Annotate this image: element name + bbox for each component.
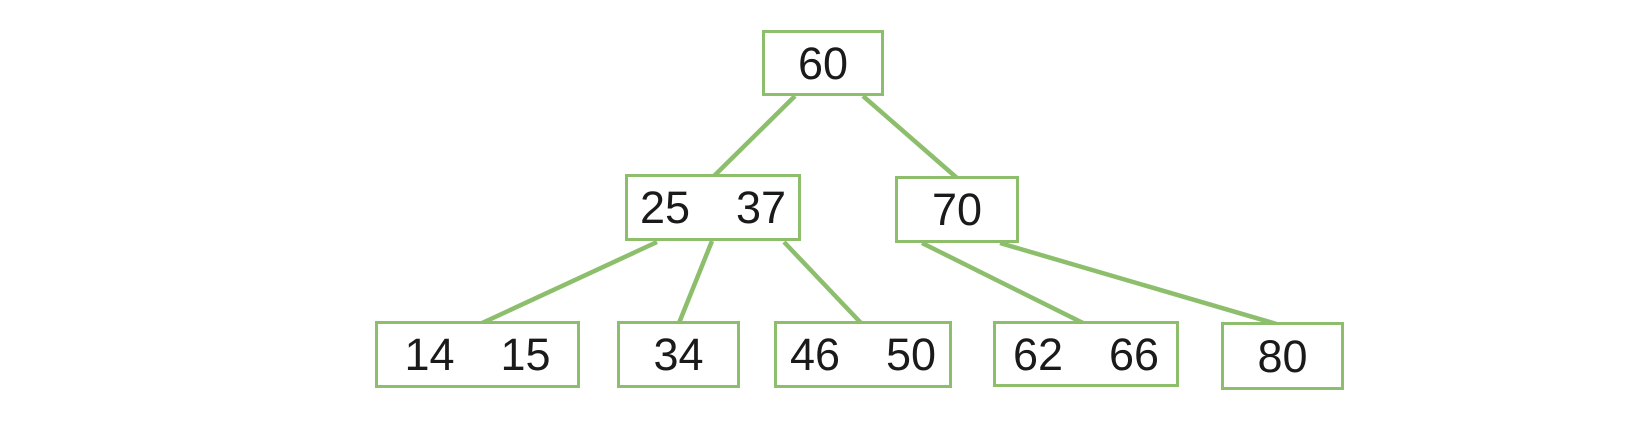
tree-edge-60-to-70 bbox=[861, 94, 959, 180]
tree-edge-25-37-to-34 bbox=[676, 240, 715, 324]
node-value: 37 bbox=[736, 182, 787, 233]
tree-node-34: 34 bbox=[617, 321, 740, 388]
tree-node-80: 80 bbox=[1221, 322, 1344, 390]
node-value: 15 bbox=[500, 329, 551, 380]
tree-edge-70-to-80 bbox=[999, 240, 1281, 328]
node-value: 80 bbox=[1257, 330, 1308, 382]
tree-edge-70-to-62-66 bbox=[920, 240, 1085, 326]
tree-node-70: 70 bbox=[895, 176, 1019, 243]
node-value: 62 bbox=[1012, 328, 1063, 380]
node-value: 25 bbox=[639, 182, 690, 233]
tree-node-46-50: 46 50 bbox=[774, 321, 952, 388]
tree-edge-25-37-to-14-15 bbox=[479, 239, 658, 327]
node-value: 46 bbox=[789, 329, 840, 380]
node-value: 66 bbox=[1109, 328, 1160, 380]
tree-edge-60-to-25-37 bbox=[712, 94, 797, 178]
node-value: 34 bbox=[653, 329, 704, 380]
node-value: 50 bbox=[886, 329, 937, 380]
tree-edge-25-37-to-46-50 bbox=[782, 240, 863, 325]
tree-node-62-66: 62 66 bbox=[993, 321, 1179, 387]
node-value: 60 bbox=[797, 37, 849, 89]
tree-node-60: 60 bbox=[762, 30, 884, 96]
node-value: 14 bbox=[404, 329, 455, 380]
node-value: 70 bbox=[931, 184, 983, 235]
tree-node-25-37: 25 37 bbox=[625, 174, 801, 241]
tree-node-14-15: 14 15 bbox=[375, 321, 580, 388]
